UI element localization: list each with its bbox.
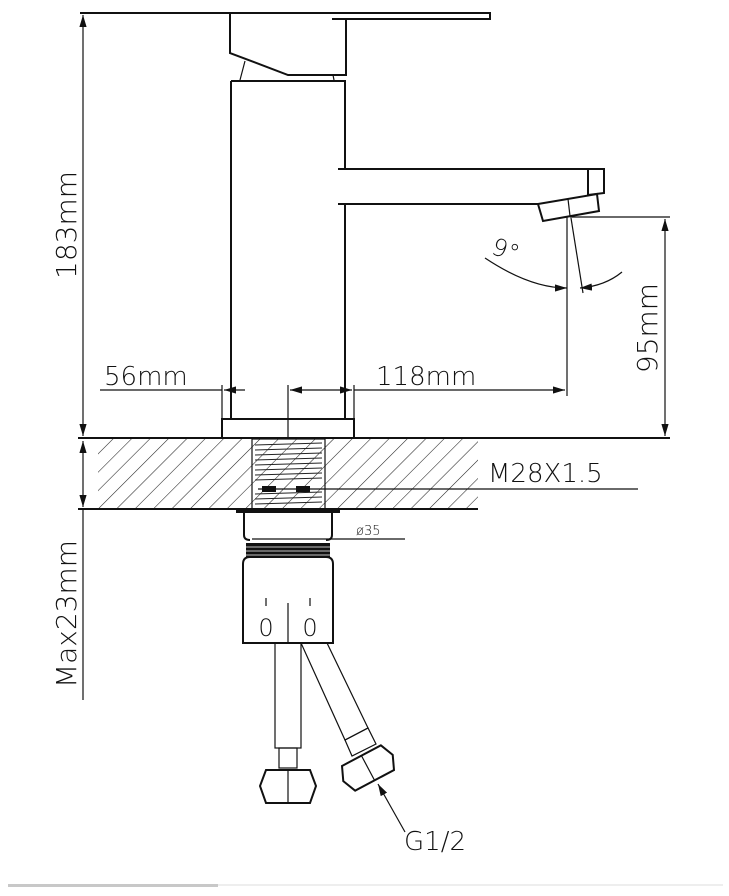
hose-mark-right: 0 <box>302 614 317 642</box>
handle <box>80 12 491 81</box>
faucet-body <box>221 80 355 439</box>
left-hose <box>258 642 318 804</box>
base-width-label: 56mm <box>104 362 188 392</box>
hose-mark-left: 0 <box>258 614 273 642</box>
spout <box>338 168 605 223</box>
horizontal-scrollbar-track[interactable] <box>218 884 723 886</box>
mount-thread-label: M28X1.5 <box>488 459 603 489</box>
spout-height-label: 95mm <box>631 283 664 373</box>
height-dimension: 183mm <box>50 15 87 436</box>
hose-thread-label: G1/2 <box>404 827 466 857</box>
spout-reach-label: 118mm <box>376 362 476 392</box>
nut-diameter-label: ø35 <box>356 524 381 539</box>
hose-connector-block: 0 0 <box>242 556 334 644</box>
width-dimensions: 56mm 118mm <box>100 362 565 438</box>
right-hose: G1/2 <box>300 642 466 857</box>
deck-thickness-dimension: Max23mm <box>50 441 87 700</box>
horizontal-scrollbar-thumb[interactable] <box>8 884 218 887</box>
spout-height-dimension: 95mm <box>570 216 670 436</box>
threaded-shank: M28X1.5 <box>251 438 638 510</box>
spout-angle-dimension: 9° <box>484 217 623 396</box>
total-height-label: 183mm <box>50 171 83 279</box>
mounting-nut: ø35 <box>236 510 405 557</box>
max-thickness-label: Max23mm <box>50 540 83 688</box>
